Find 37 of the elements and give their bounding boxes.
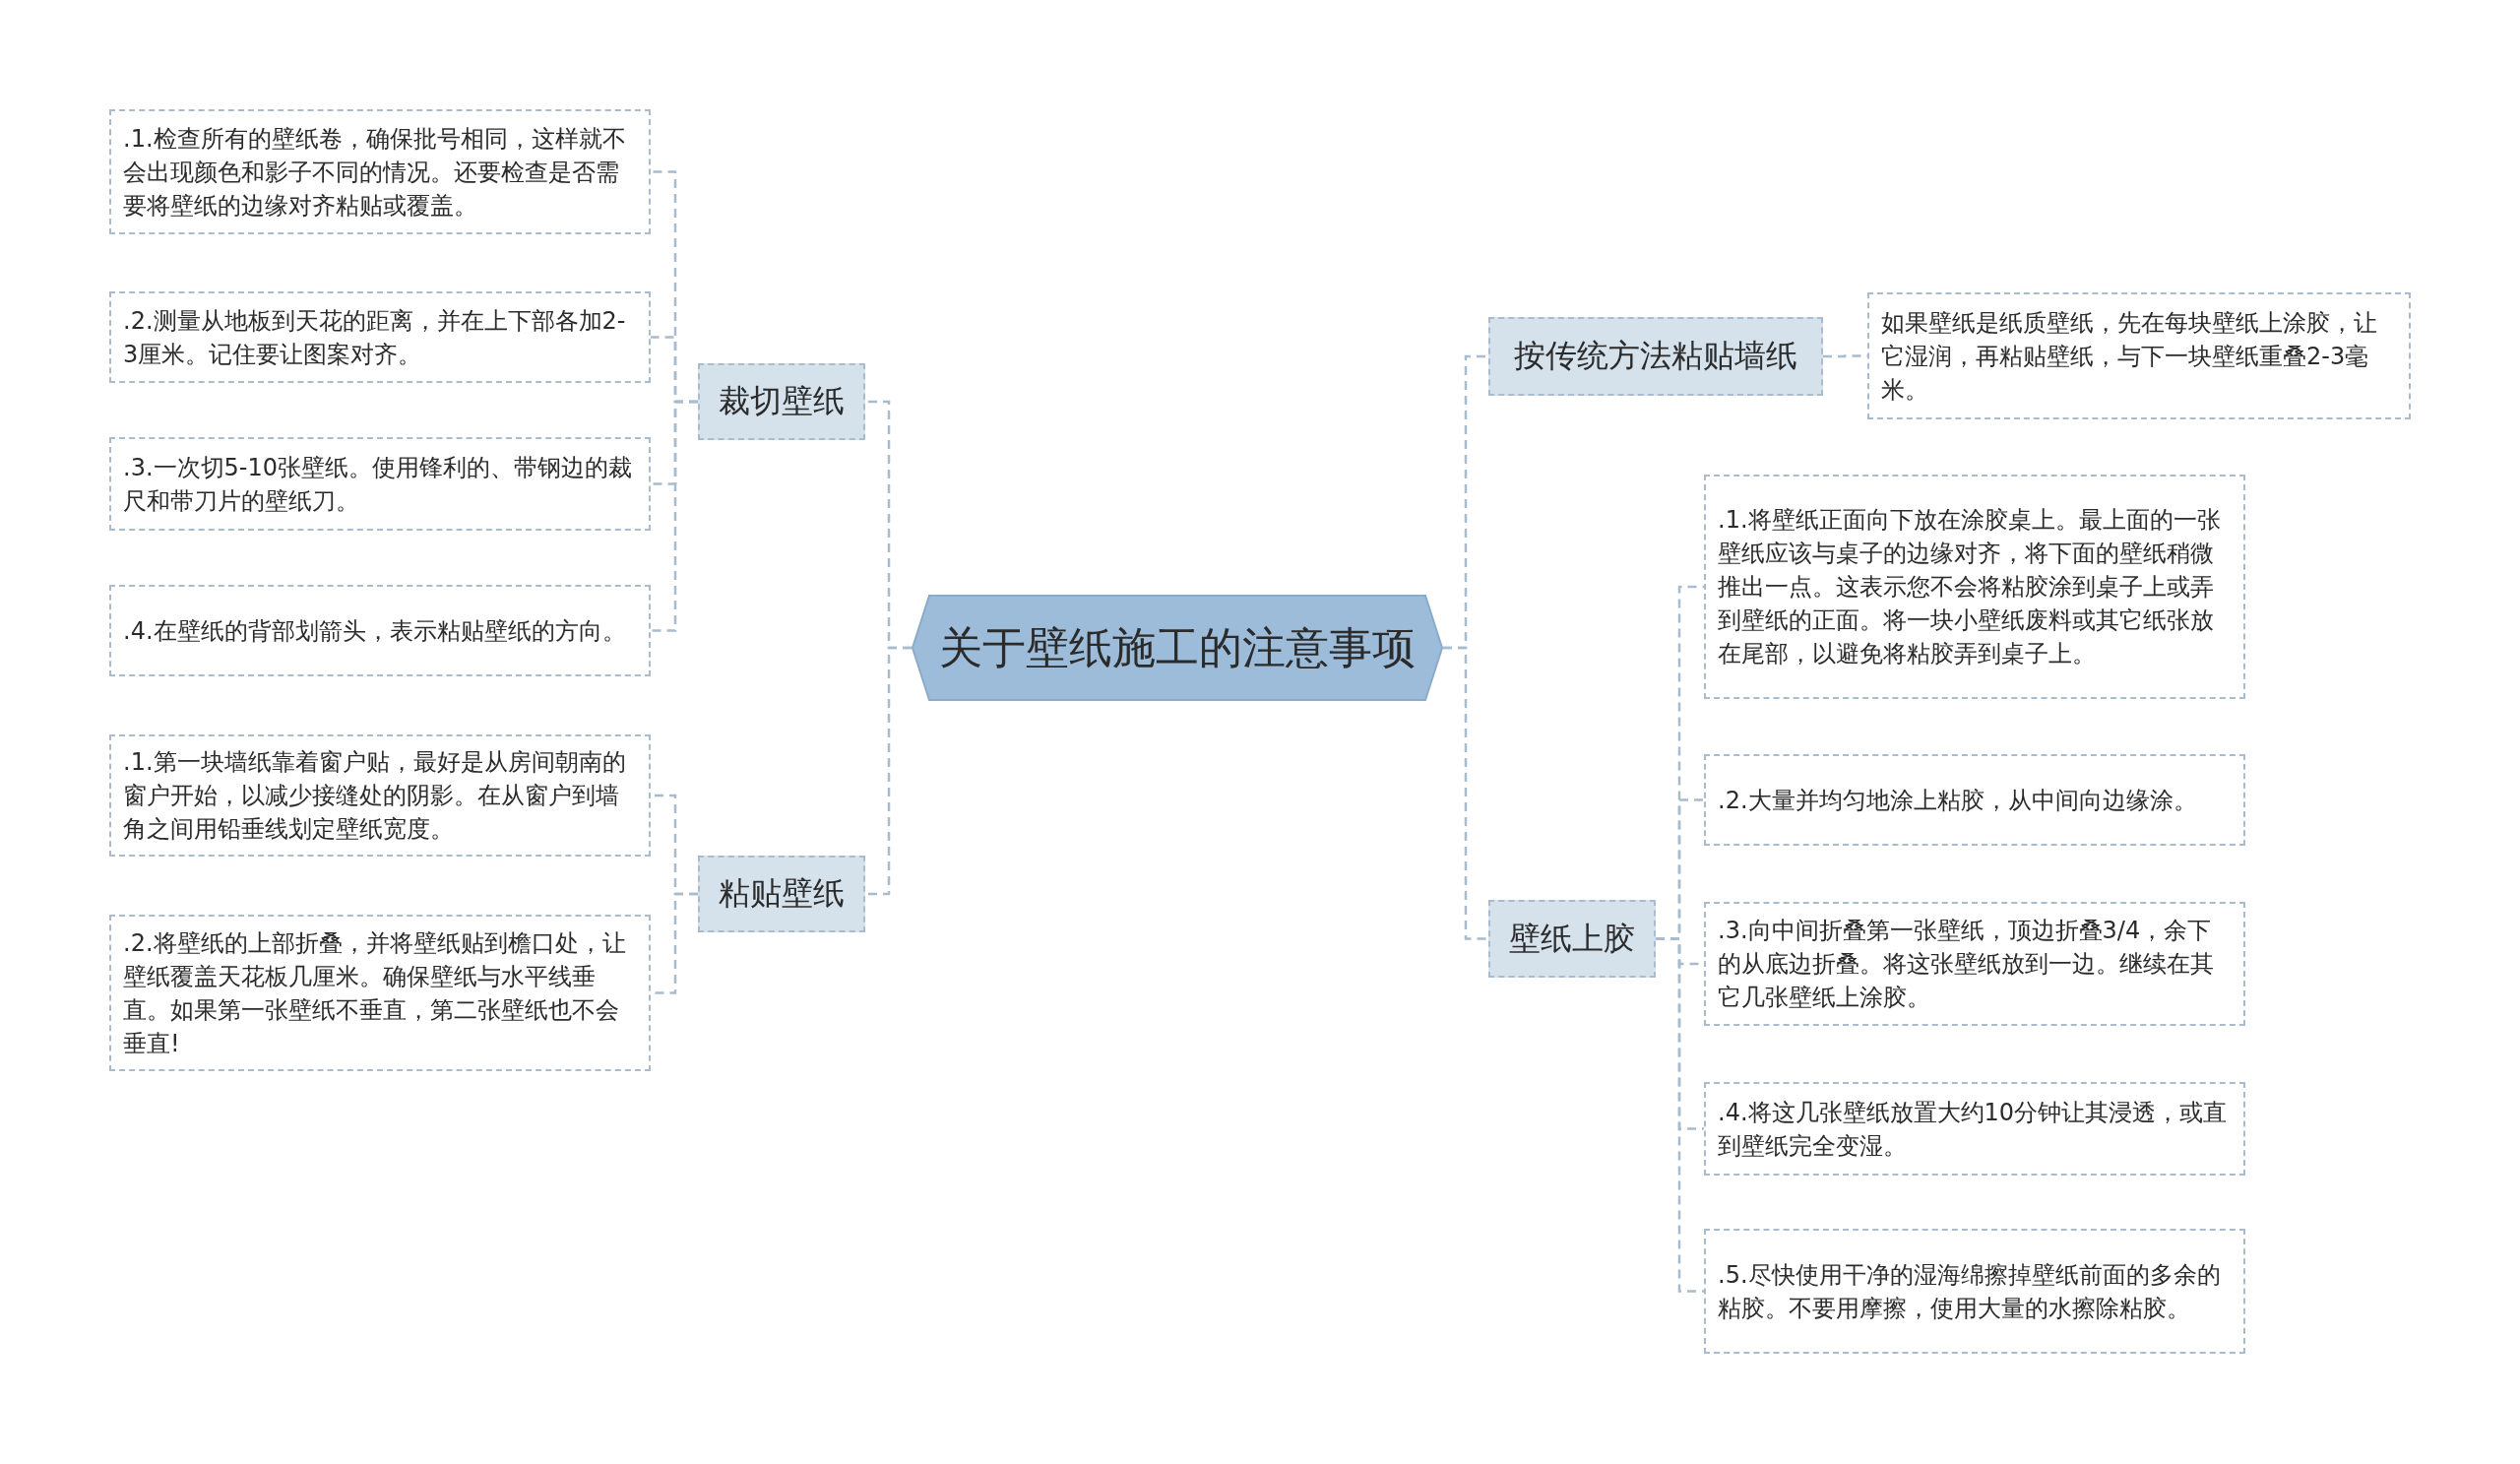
- topic-label: 壁纸上胶: [1509, 918, 1635, 959]
- central-title: 关于壁纸施工的注意事项: [939, 620, 1416, 674]
- note-text: .1.检查所有的壁纸卷，确保批号相同，这样就不会出现颜色和影子不同的情况。还要检查是否需要将壁纸的边缘对齐粘贴或覆盖。: [123, 123, 627, 222]
- note-text: .1.将壁纸正面向下放在涂胶桌上。最上面的一张壁纸应该与桌子的边缘对齐，将下面的壁纸稍微推出一点。这表示您不会将粘胶涂到桌子上或弄到壁纸的正面。将一块小壁纸废料或其它纸张放在尾部，以避免将粘胶弄到桌子上。: [1718, 505, 2222, 669]
- note-box: [1867, 292, 2411, 419]
- topic-label: 裁切壁纸: [719, 381, 845, 421]
- note-box: [1704, 1082, 2245, 1176]
- note-text: .3.一次切5-10张壁纸。使用锋利的、带钢边的裁尺和带刀片的壁纸刀。: [123, 452, 633, 517]
- topic-box: [698, 363, 865, 440]
- note-box: [1704, 754, 2245, 846]
- connector-line: [1656, 937, 1704, 1293]
- note-box: [109, 915, 651, 1071]
- topic-box: [1488, 317, 1823, 396]
- note-text: .2.大量并均匀地涂上粘胶，从中间向边缘涂。: [1718, 785, 2197, 816]
- note-text: .4.将这几张壁纸放置大约10分钟让其浸透，或直到壁纸完全变湿。: [1718, 1097, 2229, 1162]
- note-text: .2.测量从地板到天花的距离，并在上下部各加2-3厘米。记住要让图案对齐。: [123, 305, 627, 370]
- note-box: [109, 734, 651, 857]
- topic-box: [1488, 900, 1656, 978]
- note-box: [1704, 1229, 2245, 1354]
- topic-box: [698, 856, 865, 932]
- note-box: [109, 109, 651, 234]
- note-text: .5.尽快使用干净的湿海绵擦掉壁纸前面的多余的粘胶。不要用摩擦，使用大量的水擦除粘胶。: [1718, 1259, 2222, 1324]
- note-box: [1704, 475, 2245, 699]
- note-text: .4.在壁纸的背部划箭头，表示粘贴壁纸的方向。: [123, 615, 626, 647]
- note-text: .1.第一块墙纸靠着窗户贴，最好是从房间朝南的窗户开始，以减少接缝处的阴影。在从窗户到墙角之间用铅垂线划定壁纸宽度。: [123, 747, 627, 845]
- note-box: [109, 585, 651, 676]
- topic-label: 按传统方法粘贴墙纸: [1514, 336, 1797, 376]
- note-box: [109, 291, 651, 383]
- topic-label: 粘贴壁纸: [719, 873, 845, 914]
- note-box: [1704, 902, 2245, 1026]
- connector-line: [1443, 646, 1488, 940]
- connector-line: [651, 400, 698, 632]
- note-box: [109, 437, 651, 531]
- connector-line: [865, 646, 912, 896]
- note-text: 如果壁纸是纸质壁纸，先在每块壁纸上涂胶，让它湿润，再粘贴壁纸，与下一块壁纸重叠2-3毫米。: [1881, 307, 2378, 406]
- note-text: .2.将壁纸的上部折叠，并将壁纸贴到檐口处，让壁纸覆盖天花板几厘米。确保壁纸与水平线垂直。如果第一张壁纸不垂直，第二张壁纸也不会垂直!: [123, 927, 627, 1059]
- note-text: .3.向中间折叠第一张壁纸，顶边折叠3/4，余下的从底边折叠。将这张壁纸放到一边。继续在其它几张壁纸上涂胶。: [1718, 916, 2215, 1013]
